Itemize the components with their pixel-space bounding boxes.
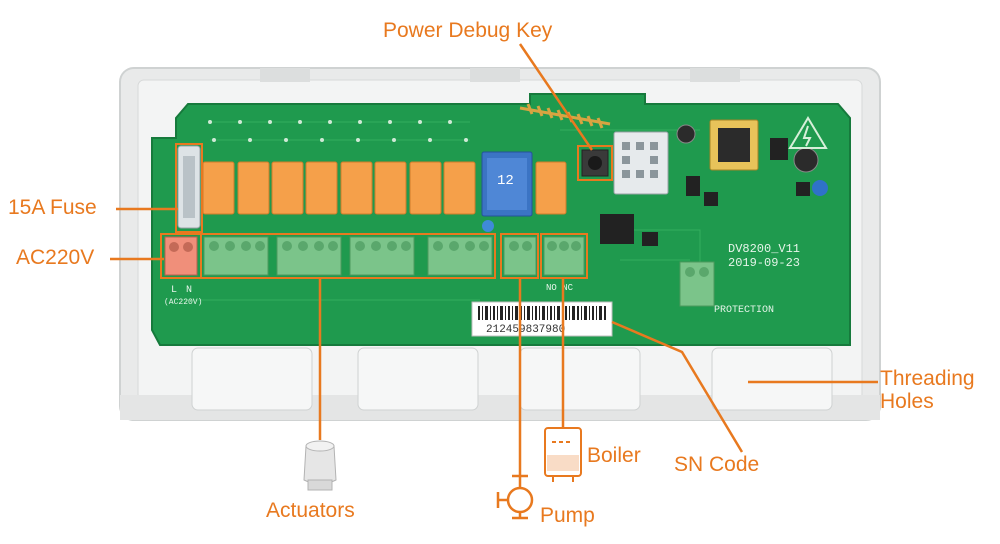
sn-code-sticker: 212459837980 <box>471 301 613 337</box>
terminal-blocks <box>164 236 715 307</box>
no-nc-label: NO NC <box>546 283 574 293</box>
wifi-module <box>613 131 669 195</box>
pump-label: Pump <box>540 504 595 527</box>
l-label: L <box>171 285 177 296</box>
pcb-board <box>151 93 851 346</box>
sn-code-label: SN Code <box>674 453 760 476</box>
n-label: N <box>186 285 192 296</box>
boiler-label: Boiler <box>587 444 641 467</box>
highlight-boxes <box>160 143 613 279</box>
actuator-icon <box>303 440 337 491</box>
threading-holes-label-line2: Holes <box>880 390 934 413</box>
pump-icon <box>496 474 534 520</box>
board-date: 2019-09-23 <box>728 256 800 270</box>
power-debug-key-label: Power Debug Key <box>383 19 553 42</box>
sn-barcode-number: 212459837980 <box>486 324 565 336</box>
ac220v-label: AC220V <box>16 246 95 269</box>
actuators-label: Actuators <box>266 499 355 522</box>
ac220v-marking: (AC220V) <box>164 298 202 307</box>
boiler-icon <box>544 427 582 482</box>
board-model: DV8200_V11 <box>728 242 800 256</box>
fuse-label: 15A Fuse <box>8 196 97 219</box>
power-debug-key-button <box>581 149 609 177</box>
protection-label: PROTECTION <box>714 305 774 316</box>
relays: 12 <box>202 151 567 217</box>
fuse <box>177 145 201 229</box>
relay-label: 12 <box>497 173 514 189</box>
threading-holes <box>191 347 833 411</box>
leader-lines <box>110 43 878 476</box>
power-supply-section <box>482 116 828 246</box>
threading-holes-label-line1: Threading <box>880 367 975 390</box>
board-silkscreen: DV8200_V11 2019-09-23 PROTECTION (AC220V… <box>164 242 800 316</box>
